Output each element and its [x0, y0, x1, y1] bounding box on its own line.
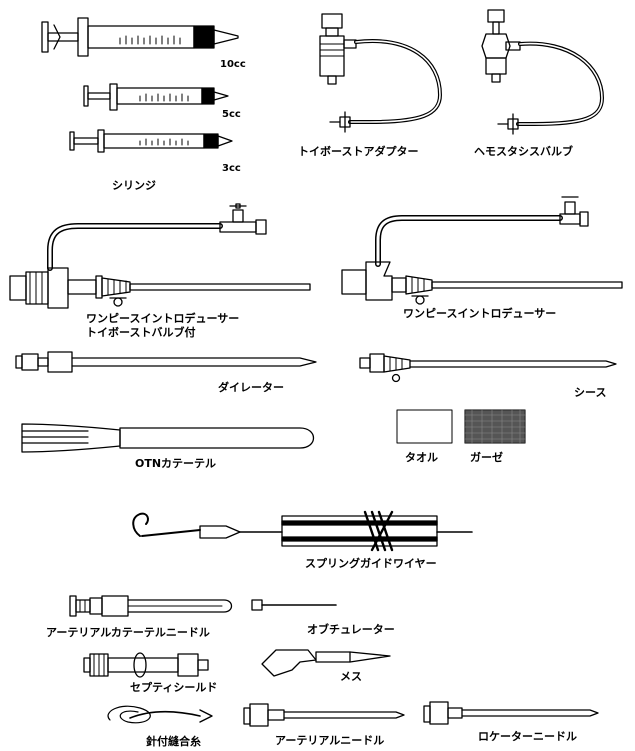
tuohy-adapter-icon — [319, 13, 442, 133]
locator-needle-icon — [423, 701, 599, 725]
dilator-icon — [15, 351, 317, 373]
label-scalpel: メス — [340, 670, 362, 683]
introducer-icon — [341, 196, 623, 305]
arterial-catheter-needle-icon — [69, 595, 233, 617]
label-arterial-catheter-needle: アーテリアルカテーテルニードル — [46, 626, 210, 639]
label-obturator: オブチュレーター — [307, 623, 395, 636]
label-syringe-3cc: 3cc — [222, 163, 241, 174]
scalpel-icon — [261, 649, 391, 677]
label-hemostasis-valve: ヘモスタシスバルブ — [474, 145, 573, 158]
label-sheath: シース — [574, 386, 607, 399]
label-safety-shield: セプティシールド — [130, 681, 218, 694]
label-locator-needle: ロケーターニードル — [478, 730, 577, 743]
label-suture-needle: 針付縫合糸 — [146, 735, 201, 748]
label-gauze: ガーゼ — [470, 451, 503, 464]
label-spring-guidewire: スプリングガイドワイヤー — [305, 557, 437, 570]
obturator-icon — [251, 599, 337, 611]
towel-icon — [396, 409, 453, 444]
syringe-3cc-icon — [69, 129, 233, 153]
hemostasis-valve-icon — [481, 9, 604, 135]
label-introducer-tuohy-line2: トイボーストバルブ付 — [86, 326, 196, 339]
suture-needle-icon — [107, 705, 213, 724]
gauze-icon — [464, 409, 526, 444]
label-syringe-5cc: 5cc — [222, 109, 241, 120]
label-introducer-tuohy-line1: ワンピースイントロデューサー — [86, 312, 240, 325]
introducer-with-tuohy-icon — [9, 203, 311, 309]
label-syringe-10cc: 10cc — [220, 59, 246, 70]
label-dilator: ダイレーター — [218, 381, 284, 394]
safety-shield-icon — [83, 652, 209, 678]
arterial-needle-icon — [243, 703, 405, 727]
label-syringe: シリンジ — [112, 179, 156, 192]
label-introducer: ワンピースイントロデューサー — [403, 307, 557, 320]
spring-guidewire-icon — [132, 510, 473, 552]
label-towel: タオル — [405, 451, 438, 464]
syringe-10cc-icon — [41, 17, 239, 57]
syringe-5cc-icon — [83, 83, 229, 111]
label-arterial-needle: アーテリアルニードル — [275, 734, 385, 747]
label-tuohy-adapter: トイボーストアダプター — [298, 145, 419, 158]
otn-catheter-icon — [21, 423, 315, 453]
label-otn-catheter: OTNカテーテル — [135, 457, 217, 470]
sheath-icon — [359, 353, 617, 383]
